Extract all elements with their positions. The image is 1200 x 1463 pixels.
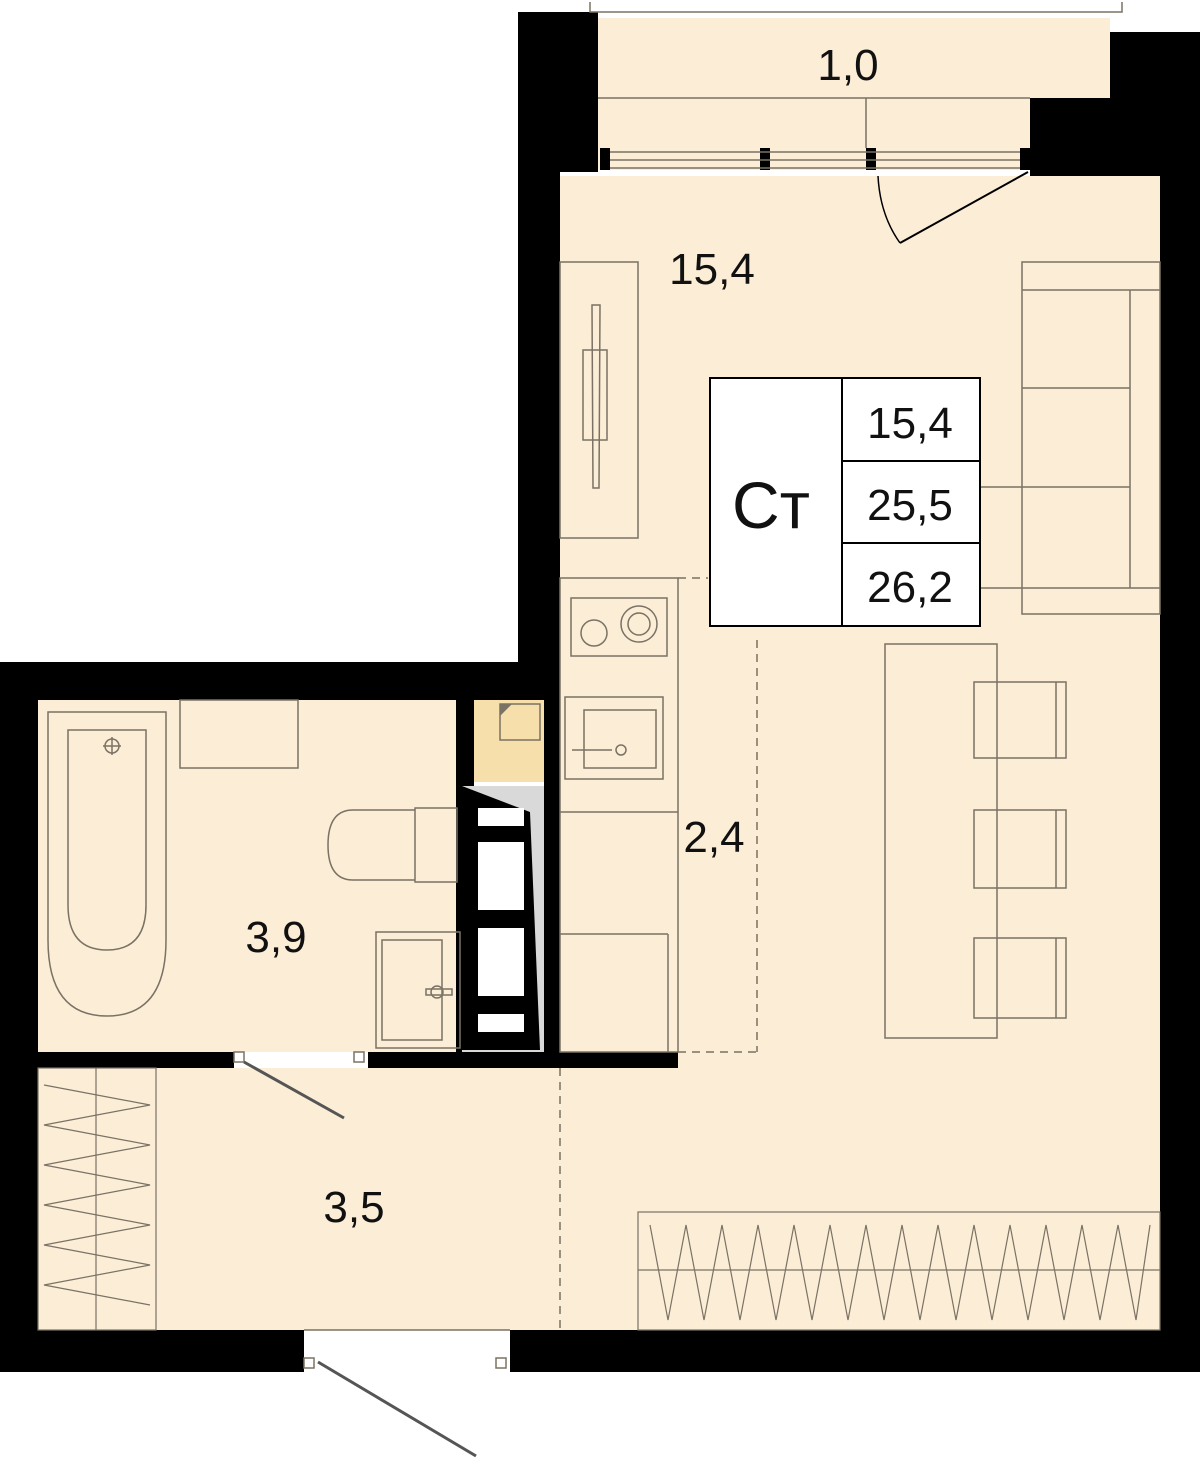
door-jamb [495, 1357, 507, 1369]
burner [580, 619, 608, 647]
wall-bath-hall-right [368, 1052, 678, 1068]
shaft-marker [499, 703, 541, 741]
shelf [478, 928, 524, 996]
wall-right [1160, 32, 1200, 1372]
badge-box [709, 377, 981, 627]
shelf [478, 808, 524, 826]
balcony [589, 2, 1123, 244]
burner [627, 612, 651, 636]
window-post [866, 148, 876, 170]
hall-floor [38, 1068, 560, 1330]
doors [233, 1051, 510, 1458]
utility-floor [474, 700, 544, 782]
badge-total-area: 25,5 [867, 481, 953, 530]
wall-bath-hall-left [38, 1052, 234, 1068]
wall-left-lower-top [0, 662, 560, 700]
stove [570, 597, 668, 657]
balcony-floor [598, 18, 1110, 170]
door-jamb [303, 1357, 315, 1369]
wardrobe-hatch [649, 1224, 1151, 1321]
window-post [760, 148, 770, 170]
balcony-door [899, 171, 1029, 244]
chair [973, 809, 1067, 889]
chair [973, 937, 1067, 1019]
balcony-area-label: 1,0 [817, 41, 878, 90]
balcony-rail [589, 2, 1123, 13]
washer [179, 699, 299, 769]
sofa [1021, 261, 1161, 615]
living-wardrobe [637, 1211, 1161, 1331]
walls [0, 12, 1200, 1372]
window-post [600, 148, 610, 170]
hall-wardrobe [37, 1067, 157, 1331]
wall-right-top [1110, 32, 1200, 176]
bathroom-floor [38, 700, 456, 1052]
toilet-bowl [327, 809, 415, 881]
shelf [478, 842, 524, 910]
utility-shaft [462, 703, 544, 1052]
tv-stand [582, 349, 608, 441]
badge-living-area: 15,4 [867, 399, 953, 448]
apartment-type: Ст [732, 468, 810, 542]
shelf [478, 1014, 524, 1032]
shaft-corner [500, 704, 512, 716]
tv-cabinet [559, 261, 639, 539]
badge-total-with-balcony: 26,2 [867, 563, 953, 612]
wall-bottom-right [510, 1330, 1200, 1372]
wall-balcony-right [1030, 98, 1110, 176]
kitchen-area-label: 2,4 [683, 813, 744, 862]
bathroom-door [243, 1060, 345, 1120]
entrance-door [317, 1360, 477, 1458]
sink [564, 696, 664, 780]
tv-screen [591, 304, 601, 489]
bathtub [47, 711, 167, 1017]
dining-table [884, 643, 998, 1039]
hall-area-label: 3,5 [323, 1183, 384, 1232]
wardrobe-hatch [43, 1084, 151, 1306]
wash-basin [375, 931, 461, 1049]
window-post [1020, 148, 1030, 170]
basin-tap [425, 988, 453, 996]
bathroom-area-label: 3,9 [245, 913, 306, 962]
kitchen-counter [559, 577, 679, 1053]
bathtub-inner [67, 729, 147, 951]
living-furniture [559, 261, 1161, 1039]
toilet-tank [414, 807, 458, 883]
burner [620, 605, 658, 643]
apartment-badge: Ст 15,4 25,5 26,2 [709, 377, 981, 627]
drain [615, 744, 627, 756]
wall-balcony-left [518, 12, 598, 172]
kitchen-furniture [559, 577, 758, 1330]
balcony-door-arc [877, 175, 901, 244]
chair [973, 681, 1067, 759]
wall-kitchen-left [544, 700, 560, 1068]
door-jamb [353, 1051, 365, 1063]
basin-drain [430, 985, 444, 999]
room-labels: 1,0 15,4 2,4 3,9 3,5 [245, 41, 878, 1232]
sink-bowl [583, 709, 657, 769]
hall-living-floor [555, 1050, 1160, 1330]
bathroom-furniture [47, 699, 461, 1049]
wardrobe-body [637, 1211, 1161, 1331]
wall-bottom-left [0, 1330, 304, 1372]
wardrobe-body [37, 1067, 157, 1331]
wall-left-outer [0, 662, 38, 1372]
living-area-label: 15,4 [669, 245, 755, 294]
door-jamb [233, 1051, 245, 1063]
